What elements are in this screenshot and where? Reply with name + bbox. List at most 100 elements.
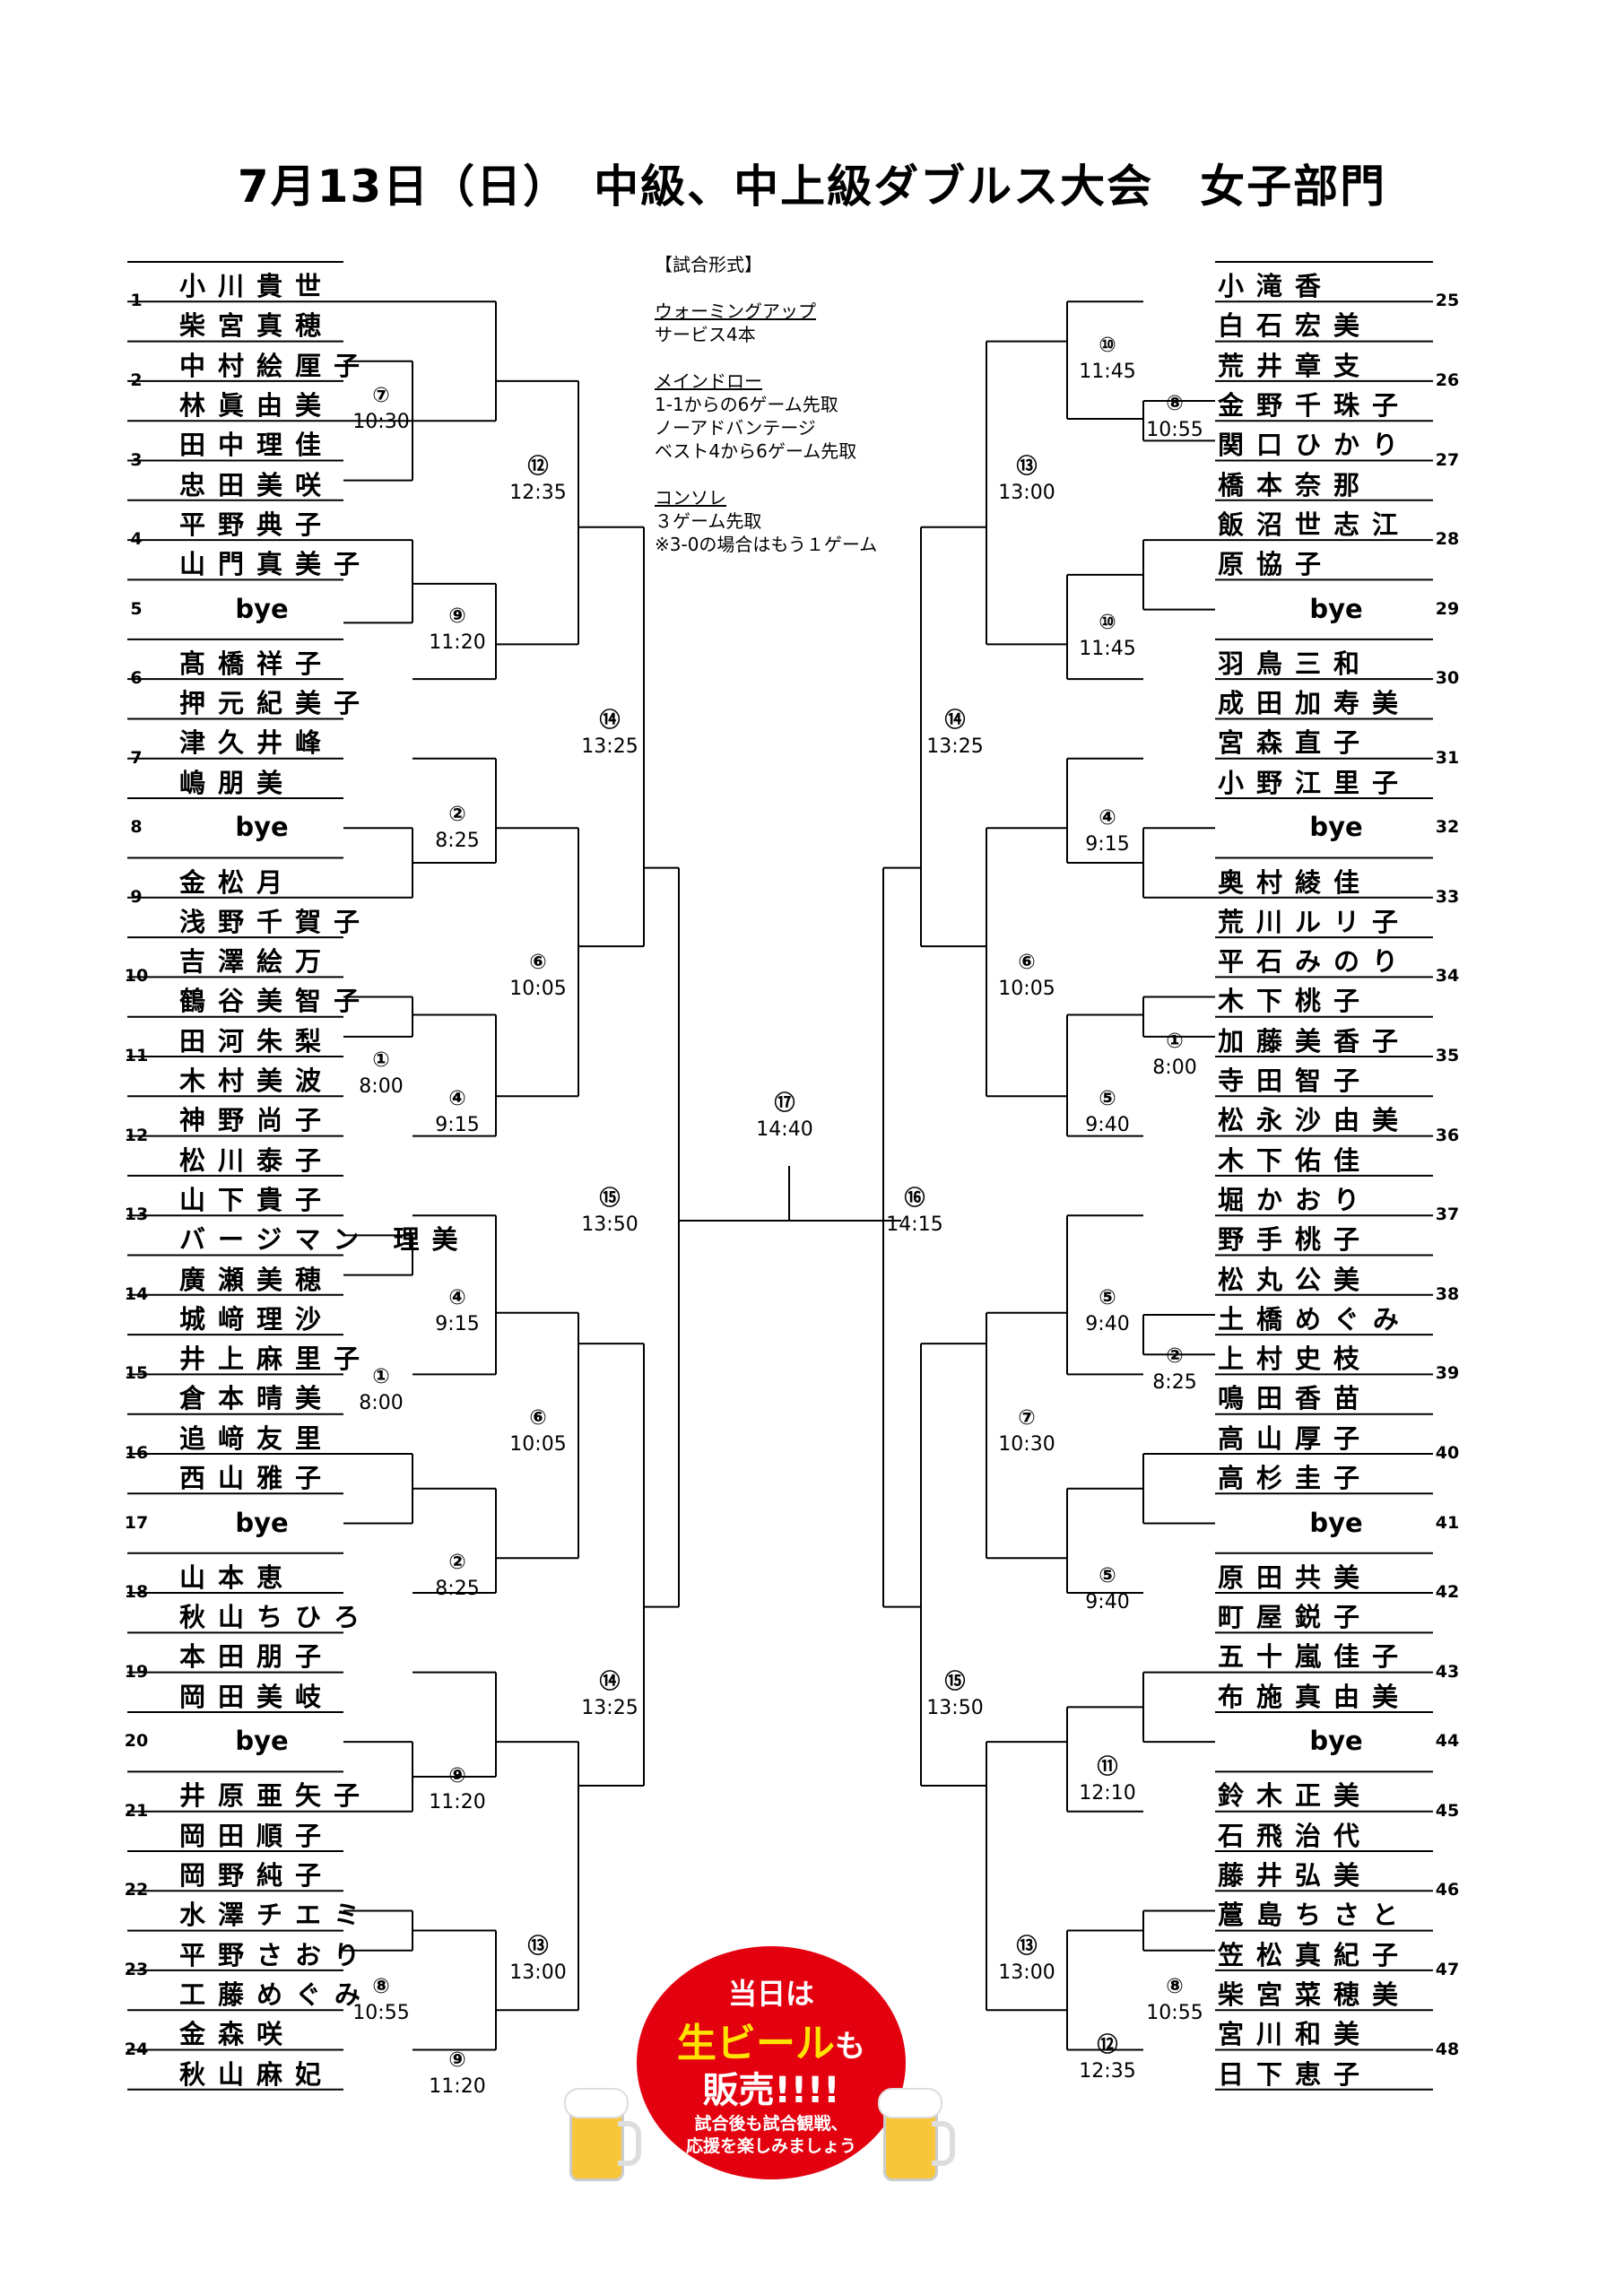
match-time: 13:00 — [998, 1961, 1055, 1984]
court-number: ① — [372, 1365, 390, 1388]
entry-number: 4 — [130, 529, 143, 550]
match-time: 8:00 — [359, 1075, 404, 1098]
court-number: ⑦ — [1018, 1406, 1036, 1430]
match-label: ⑬ 13:00 — [986, 453, 1067, 507]
court-number: ① — [1166, 1030, 1184, 1053]
match-time: 14:40 — [756, 1118, 813, 1141]
entry-number: 5 — [130, 598, 143, 619]
player-name: 金松月 — [179, 866, 296, 898]
match-time: 13:00 — [509, 1961, 567, 1984]
match-time: 13:50 — [926, 1697, 984, 1719]
entry-number: 25 — [1435, 291, 1460, 311]
player-name: 廣瀬美穂 — [179, 1264, 334, 1295]
player-name: 成田加寿美 — [1218, 688, 1411, 719]
bye-slot: bye — [235, 1726, 289, 1757]
entry-number: 15 — [124, 1363, 149, 1384]
entry-number: 2 — [130, 370, 143, 390]
court-number: ② — [448, 803, 466, 826]
court-number: ⑬ — [1016, 1935, 1038, 1958]
entry-number: 32 — [1435, 817, 1460, 838]
match-time: 11:45 — [1079, 361, 1136, 383]
player-name: 井上麻里子 — [179, 1344, 373, 1375]
player-name: 山本恵 — [179, 1561, 296, 1593]
player-name: 山下貴子 — [179, 1184, 334, 1215]
court-number: ⑤ — [1099, 1286, 1116, 1309]
player-name: 小川貴世 — [179, 271, 334, 301]
warmup-detail: サービス4本 — [655, 324, 756, 345]
entry-number: 1 — [130, 291, 143, 311]
match-time: 8:00 — [1152, 1057, 1197, 1079]
player-name: 忠田美咲 — [179, 469, 334, 500]
promo-line-2a: 生ビール — [677, 2021, 835, 2066]
player-name: 水澤チエミ — [179, 1900, 373, 1931]
court-number: ⑭ — [599, 1670, 621, 1693]
player-name: 鳴田香苗 — [1218, 1383, 1373, 1414]
player-name: 石飛治代 — [1218, 1820, 1373, 1851]
court-number: ⑬ — [1016, 455, 1038, 478]
match-time: 13:00 — [998, 482, 1055, 504]
court-number: ④ — [1099, 806, 1116, 830]
player-name: 金森咲 — [179, 2019, 296, 2050]
entry-number: 29 — [1435, 598, 1460, 619]
player-name: 原協子 — [1218, 549, 1334, 580]
match-label: ⑬ 13:00 — [986, 1933, 1067, 1987]
match-time: 12:35 — [509, 482, 567, 504]
bye-slot: bye — [235, 812, 289, 843]
player-name: 五十嵐佳子 — [1218, 1641, 1411, 1673]
entry-number: 33 — [1435, 886, 1460, 907]
player-name: 中村絵厘子 — [179, 350, 373, 381]
player-name: 平野さおり — [179, 1939, 373, 1970]
player-name: 倉本晴美 — [179, 1383, 334, 1414]
entry-number: 19 — [124, 1661, 149, 1682]
player-name: 神野尚子 — [179, 1105, 334, 1136]
player-name: 金野千珠子 — [1218, 389, 1411, 421]
match-time: 13:25 — [926, 735, 984, 758]
entry-number: 10 — [124, 966, 149, 987]
player-name: 髙橋祥子 — [179, 648, 334, 679]
entry-number: 14 — [124, 1283, 149, 1304]
beer-promo: 当日は 生ビールも 販売!!!! 試合後も試合観戦、応援を楽しみましょう — [564, 1946, 955, 2181]
main-draw-detail-3: ベスト4から6ゲーム先取 — [655, 440, 857, 462]
entry-number: 43 — [1435, 1661, 1460, 1682]
entry-number: 41 — [1435, 1512, 1460, 1533]
entry-number: 21 — [124, 1800, 149, 1821]
bye-slot: bye — [1309, 593, 1363, 624]
court-number: ⑨ — [448, 1764, 466, 1787]
warmup-title: ウォーミングアップ — [655, 300, 816, 322]
player-name: 岡野純子 — [179, 1860, 334, 1891]
entry-number: 11 — [124, 1046, 149, 1065]
promo-line-1: 当日は — [727, 1977, 814, 2011]
court-number: ⑬ — [527, 1935, 549, 1958]
player-name: 田河朱梨 — [179, 1025, 334, 1057]
match-time: 8:00 — [359, 1392, 404, 1414]
entry-number: 7 — [130, 747, 143, 768]
player-name: 町屋鋭子 — [1218, 1602, 1373, 1633]
player-name: 浅野千賀子 — [179, 906, 373, 937]
court-number: ⑨ — [448, 2048, 466, 2072]
promo-line-2b: も — [835, 2029, 865, 2065]
console-detail-2: ※3-0の場合はもう１ゲーム — [655, 534, 878, 555]
court-number: ⑥ — [529, 951, 547, 974]
court-number: ⑪ — [1097, 1755, 1118, 1779]
entry-number: 28 — [1435, 529, 1460, 550]
player-name: 林眞由美 — [179, 389, 334, 421]
player-name: 山門真美子 — [179, 549, 373, 580]
bye-slot: bye — [235, 1507, 289, 1538]
player-name: 土橋めぐみ — [1218, 1303, 1411, 1335]
player-name: 木下佑佳 — [1218, 1144, 1373, 1176]
match-time: 10:55 — [1146, 2002, 1203, 2024]
player-name: 柴宮菜穂美 — [1218, 1979, 1411, 2010]
player-name: 押元紀美子 — [179, 688, 373, 719]
